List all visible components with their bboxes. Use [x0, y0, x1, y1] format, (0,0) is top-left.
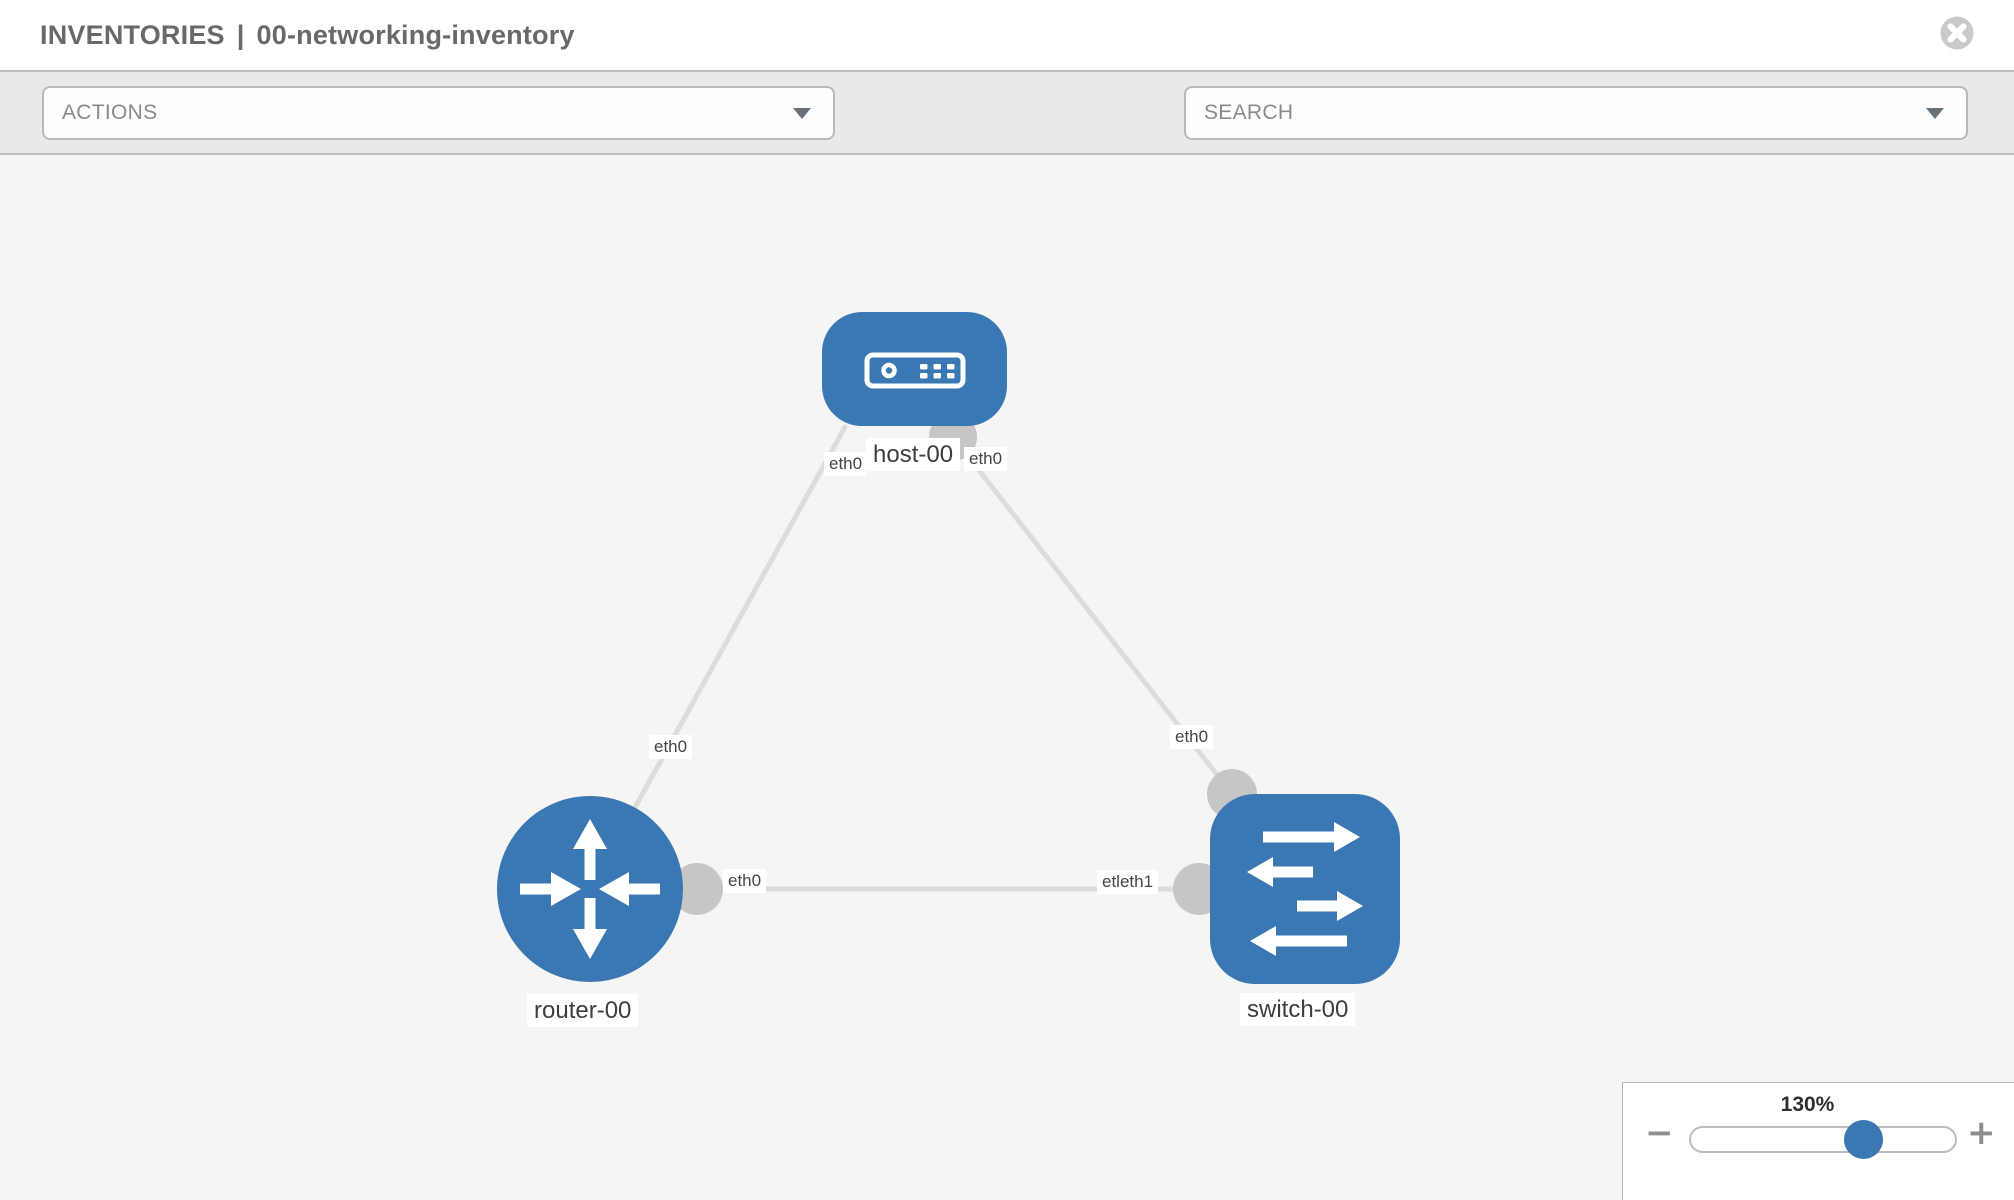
topology-graph [497, 312, 1400, 984]
node-label-router: router-00 [527, 994, 639, 1028]
zoom-slider-track[interactable] [1689, 1120, 1957, 1159]
actions-dropdown-label: ACTIONS [62, 101, 158, 124]
close-icon [1940, 16, 1974, 50]
search-dropdown[interactable]: SEARCH [1184, 86, 1968, 140]
interface-label-host-left: eth0 [824, 452, 868, 477]
host-icon [864, 352, 966, 389]
zoom-in-button[interactable]: + [1967, 1116, 1996, 1150]
topology-canvas[interactable]: host-00 eth0 eth0 eth0 eth0 eth0 etleth1… [0, 155, 2014, 1200]
router-icon [520, 819, 660, 959]
node-router-00[interactable] [497, 796, 683, 982]
node-host-00[interactable] [822, 312, 1007, 426]
interface-label-host-right: eth0 [964, 447, 1008, 472]
actions-dropdown[interactable]: ACTIONS [42, 86, 835, 140]
node-label-switch: switch-00 [1240, 993, 1356, 1027]
title-separator: | [236, 19, 245, 50]
zoom-panel: 130% − + [1622, 1082, 2014, 1200]
zoom-slider-thumb[interactable] [1844, 1120, 1883, 1159]
minus-icon: − [1645, 1113, 1674, 1153]
inventory-name: 00-networking-inventory [256, 19, 575, 50]
node-switch-00[interactable] [1210, 794, 1400, 984]
zoom-level-readout: 130% [1780, 1093, 1835, 1116]
interface-label-link-host-router: eth0 [649, 735, 693, 760]
toolbar: ACTIONS SEARCH [0, 70, 2014, 203]
node-label-host: host-00 [866, 438, 961, 472]
window-header: INVENTORIES | 00-networking-inventory [0, 0, 2014, 70]
interface-label-link-host-switch: eth0 [1170, 725, 1214, 750]
port-router-eth0 [671, 863, 723, 915]
interface-label-router-eth0: eth0 [723, 869, 767, 894]
search-dropdown-label: SEARCH [1204, 101, 1294, 124]
interface-label-switch-eth1: etleth1 [1097, 870, 1159, 895]
plus-icon: + [1967, 1113, 1996, 1153]
caret-down-icon [793, 107, 811, 119]
switch-icon [1247, 822, 1363, 956]
page-title: INVENTORIES | 00-networking-inventory [40, 0, 575, 70]
close-button[interactable] [1937, 13, 1977, 53]
caret-down-icon [1926, 107, 1944, 119]
breadcrumb-section[interactable]: INVENTORIES [40, 19, 225, 50]
zoom-out-button[interactable]: − [1645, 1116, 1674, 1150]
